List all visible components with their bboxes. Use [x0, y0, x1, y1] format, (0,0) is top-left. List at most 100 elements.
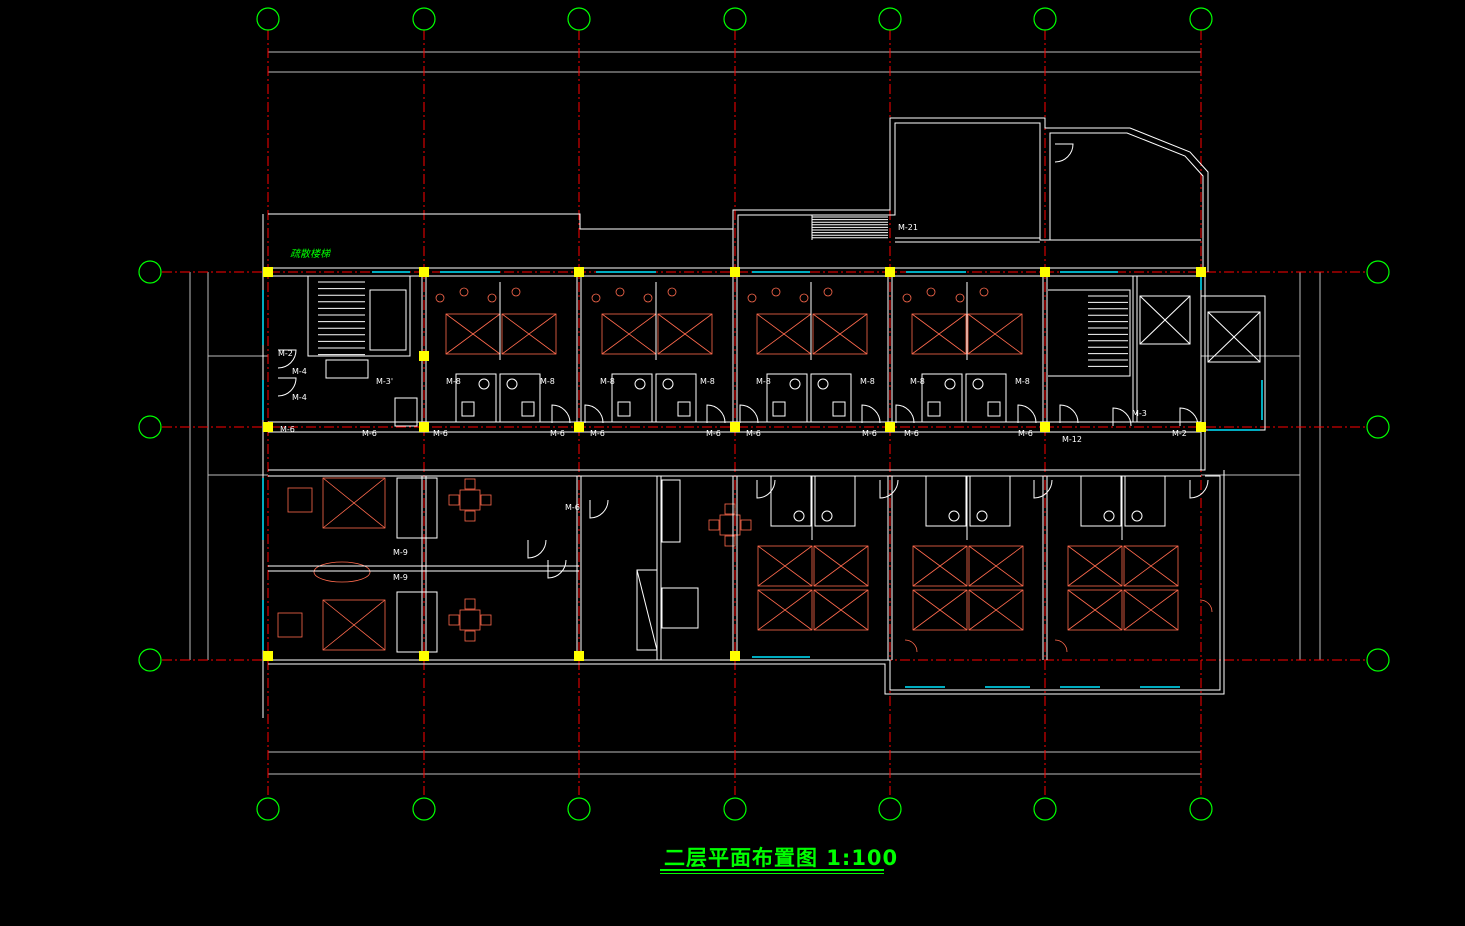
door-tag: M-6: [1018, 429, 1033, 438]
chair: [435, 293, 445, 303]
door-swing: [861, 404, 881, 424]
door-tag: M-6: [280, 425, 295, 434]
axis-bubble: [567, 797, 591, 821]
bed-diagonal: [445, 313, 501, 355]
sink: [793, 510, 805, 522]
door-swing: [277, 377, 297, 397]
bed: [911, 313, 967, 355]
chair: [448, 494, 460, 506]
structural-column: [419, 351, 429, 361]
bathroom: [1080, 475, 1122, 527]
structural-column: [885, 267, 895, 277]
door-swing: [584, 404, 604, 424]
window-layer: [262, 271, 1263, 688]
bed-diagonal: [501, 313, 557, 355]
closet: [636, 569, 658, 651]
sink: [1131, 510, 1143, 522]
door-swing: [589, 499, 609, 519]
chair: [464, 630, 476, 642]
north-annex-wall: [737, 122, 1204, 268]
bathroom: [766, 373, 808, 423]
door-tag: M-6: [550, 429, 565, 438]
door-swing: [1189, 479, 1209, 499]
structural-column: [730, 267, 740, 277]
chair: [823, 287, 833, 297]
door-tag: M-4: [292, 367, 307, 376]
bed: [968, 545, 1024, 587]
door-tag: M-9: [393, 548, 408, 557]
toilet: [832, 401, 846, 417]
door-tag: M-21: [898, 223, 918, 232]
bathroom: [925, 475, 967, 527]
door-swing: [1033, 479, 1053, 499]
bed-diagonal: [812, 313, 868, 355]
door-tag: M-8: [910, 377, 925, 386]
structural-column: [574, 267, 584, 277]
bed-diagonal: [322, 599, 386, 651]
chair: [464, 510, 476, 522]
door-tag: M-6: [862, 429, 877, 438]
chair: [979, 287, 989, 297]
bed: [757, 589, 813, 631]
structural-column: [419, 422, 429, 432]
door-tag: M-3': [376, 377, 393, 386]
elevator-x: [1139, 295, 1191, 345]
door-swing: [739, 404, 759, 424]
axis-bubble: [878, 797, 902, 821]
axis-bubbles: [138, 7, 1390, 821]
exterior-wall: [1200, 272, 1206, 471]
door-tag: M-2: [1172, 429, 1187, 438]
armchair: [287, 487, 313, 513]
chair: [591, 293, 601, 303]
bathroom: [396, 591, 438, 653]
structural-column: [1040, 422, 1050, 432]
sink: [1103, 510, 1115, 522]
structural-column: [574, 651, 584, 661]
axis-bubble: [412, 797, 436, 821]
sink: [972, 378, 984, 390]
door-tag: M-8: [600, 377, 615, 386]
structural-column: [419, 651, 429, 661]
structural-column: [263, 422, 273, 432]
chair: [724, 503, 736, 515]
table: [719, 514, 741, 536]
door-tag: M-6: [565, 503, 580, 512]
bed-diagonal: [813, 589, 869, 631]
axis-grid: [162, 30, 1366, 795]
desk-corner: [904, 639, 918, 653]
bed: [812, 313, 868, 355]
bed-diagonal: [1067, 545, 1123, 587]
north-annex-wall: [732, 117, 1209, 272]
axis-bubble: [138, 415, 162, 439]
door-tag: M-3: [1132, 409, 1147, 418]
axis-bubble: [1366, 648, 1390, 672]
chair: [459, 287, 469, 297]
bed: [968, 589, 1024, 631]
bed-diagonal: [756, 313, 812, 355]
stair-wall: [1048, 289, 1131, 377]
toilet: [521, 401, 535, 417]
bed: [1123, 545, 1179, 587]
door-swing: [879, 479, 899, 499]
bed: [322, 599, 386, 651]
axis-bubble: [138, 260, 162, 284]
bathroom: [969, 475, 1011, 527]
drawing-title: 二层平面布置图 1:100: [664, 846, 899, 870]
armchair: [277, 612, 303, 638]
sink: [634, 378, 646, 390]
structural-column: [263, 651, 273, 661]
bed-diagonal: [912, 545, 968, 587]
bed-diagonal: [911, 313, 967, 355]
structural-column: [1196, 267, 1206, 277]
axis-bubble: [1033, 7, 1057, 31]
structural-column: [1040, 267, 1050, 277]
structural-column: [730, 422, 740, 432]
chair: [464, 478, 476, 490]
door-swing: [1112, 407, 1132, 427]
chair: [771, 287, 781, 297]
bed: [1123, 589, 1179, 631]
bed: [967, 313, 1023, 355]
door-tag: M-2: [278, 349, 293, 358]
axis-bubble: [723, 7, 747, 31]
sink: [789, 378, 801, 390]
